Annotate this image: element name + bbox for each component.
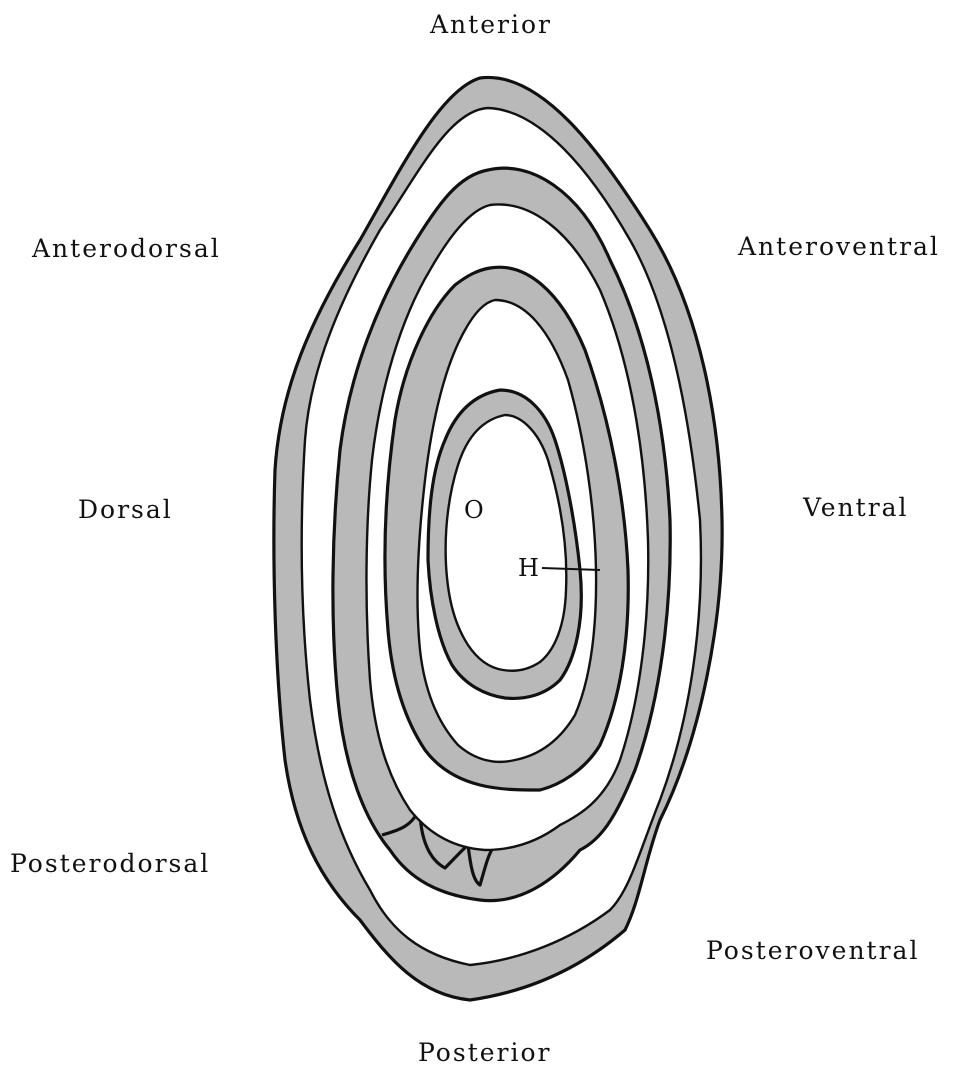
scale-outline — [274, 77, 722, 1000]
marker-h: H — [518, 554, 539, 582]
marker-o: O — [464, 496, 484, 524]
